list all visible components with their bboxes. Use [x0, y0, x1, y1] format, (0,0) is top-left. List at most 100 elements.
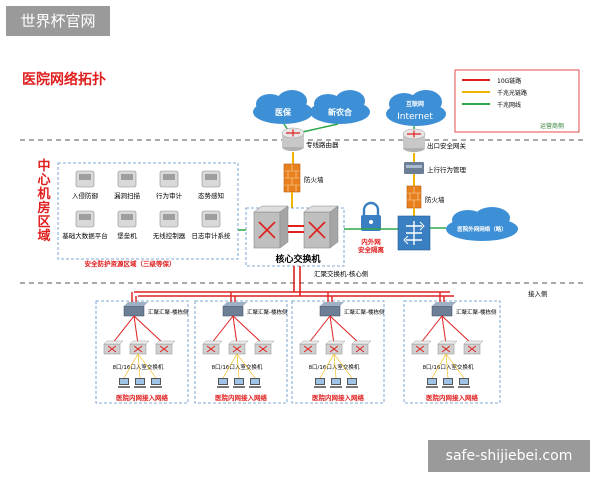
- diagram-title: 医院网络拓扑: [22, 71, 106, 88]
- pc-icon: [330, 378, 342, 388]
- security-item-label: 无线控制器: [153, 231, 186, 240]
- pc-icon: [134, 378, 146, 388]
- center-room-label: 中心机房区域: [37, 158, 50, 244]
- access-switch: [351, 340, 372, 355]
- security-zone-caption: 安全防护资源区域（三级等保）: [85, 259, 176, 268]
- security-item: 日志审计系统: [192, 210, 232, 240]
- behavior-management: 上行行为管理: [404, 162, 467, 174]
- access-switch: [299, 340, 320, 355]
- building-caption: 医院内网接入网络: [312, 393, 365, 402]
- pc-icon: [458, 378, 470, 388]
- firewall-left-label: 防火墙: [304, 175, 324, 184]
- access-switch: [129, 340, 150, 355]
- aggregation-switch: [431, 305, 453, 317]
- security-item: 漏洞扫描: [114, 170, 141, 200]
- svg-text:中心机房区域: 中心机房区域: [37, 158, 50, 244]
- cloud-yibao: 医保: [253, 90, 313, 124]
- cloud-external-label: 医院外网网络（略）: [457, 225, 507, 233]
- security-item: 基础大数据平台: [62, 210, 108, 240]
- aggregation-switch-label: 汇聚汇聚-楼栋侧: [344, 308, 385, 316]
- pc-icon: [118, 378, 130, 388]
- security-item: 入侵防御: [72, 170, 99, 200]
- access-side-label: 接入侧: [528, 289, 548, 298]
- access-switch: [254, 340, 275, 355]
- cloud-external: 医院外网网络（略）: [446, 207, 518, 241]
- cloud-internet-top: 互联网: [406, 100, 424, 108]
- cloud-internet-label: Internet: [397, 112, 433, 122]
- security-zone: [57, 162, 239, 260]
- access-switch: [325, 340, 346, 355]
- egress-gateway-label: 出口安全网关: [427, 141, 467, 150]
- aggregation-switch-label: 汇聚汇聚-楼栋侧: [456, 308, 497, 316]
- security-item-label: 行为审计: [156, 191, 183, 200]
- legend-item-cable: 千兆网线: [497, 101, 521, 109]
- legend-item-10g: 10G链路: [497, 77, 521, 85]
- core-switch-a: [253, 205, 289, 249]
- building-caption: 医院内网接入网络: [215, 393, 268, 402]
- access-switch: [411, 340, 432, 355]
- cloud-xinnonghe: 新农合: [310, 90, 370, 124]
- core-switch-label: 核心交换机: [275, 253, 320, 265]
- building-caption: 医院内网接入网络: [426, 393, 479, 402]
- building-caption: 医院内网接入网络: [116, 393, 169, 402]
- access-switch: [463, 340, 484, 355]
- security-item-label: 堡垒机: [117, 231, 137, 240]
- access-switch-label: 8口/16口入室交换机: [212, 363, 263, 371]
- watermark-bottom: safe-shijiebei.com: [428, 440, 590, 472]
- aggregation-switch: [222, 305, 244, 317]
- cloud-yibao-label: 医保: [275, 107, 292, 117]
- security-item-label: 基础大数据平台: [62, 231, 108, 240]
- access-switch-label: 8口/16口入室交换机: [309, 363, 360, 371]
- security-item-label: 漏洞扫描: [114, 191, 141, 200]
- pc-icon: [314, 378, 326, 388]
- security-item: 堡垒机: [117, 210, 137, 240]
- aggregation-switch-label: 汇聚汇聚-楼栋侧: [247, 308, 288, 316]
- isolation-label: 内外网安全隔离: [358, 237, 385, 254]
- access-switch-label: 8口/16口入室交换机: [113, 363, 164, 371]
- dedicated-router-label: 专线路由器: [306, 140, 339, 149]
- legend-footer: 运营商侧: [540, 122, 564, 130]
- aggregation-switch: [319, 305, 341, 317]
- access-switch: [103, 340, 124, 355]
- pc-icon: [426, 378, 438, 388]
- pc-icon: [442, 378, 454, 388]
- firewall-right-label: 防火墙: [425, 195, 445, 204]
- pc-icon: [217, 378, 229, 388]
- isolation-lock: 内外网安全隔离: [358, 201, 385, 254]
- pc-icon: [249, 378, 261, 388]
- legend-item-fiber: 千兆光链路: [497, 89, 527, 97]
- firewall-right: 防火墙: [406, 185, 445, 209]
- cloud-xinnonghe-label: 新农合: [328, 107, 353, 117]
- firewall-left: 防火墙: [283, 163, 324, 193]
- aggregation-switch-label: 汇聚汇聚-楼栋侧: [148, 308, 189, 316]
- pc-icon: [233, 378, 245, 388]
- access-switch: [437, 340, 458, 355]
- watermark-top: 世界杯官网: [6, 6, 110, 36]
- egress-gateway: 出口安全网关: [402, 128, 467, 152]
- aggregation-label: 汇聚交换机-核心侧: [314, 269, 368, 278]
- access-switch: [155, 340, 176, 355]
- dedicated-router: 专线路由器: [281, 127, 339, 151]
- core-zone: [245, 207, 345, 267]
- access-switch: [228, 340, 249, 355]
- legend: 10G链路 千兆光链路 千兆网线 运营商侧: [454, 69, 580, 133]
- dmz-switch: [397, 215, 431, 251]
- aggregation-switch: [123, 305, 145, 317]
- security-item-label: 态势感知: [198, 191, 224, 200]
- behavior-management-label: 上行行为管理: [427, 165, 467, 174]
- security-item: 行为审计: [156, 170, 183, 200]
- security-item: 无线控制器: [153, 210, 186, 240]
- security-items: 入侵防御漏洞扫描 行为审计 态势感知基础大数据平台堡垒机 无线控制器日志审计系统: [62, 170, 232, 240]
- pc-icon: [346, 378, 358, 388]
- core-switch-b: [303, 205, 339, 249]
- security-item: 态势感知: [198, 170, 224, 200]
- security-item-label: 日志审计系统: [192, 231, 232, 240]
- pc-icon: [150, 378, 162, 388]
- access-switch-label: 8口/16口入室交换机: [423, 363, 474, 371]
- access-switch: [202, 340, 223, 355]
